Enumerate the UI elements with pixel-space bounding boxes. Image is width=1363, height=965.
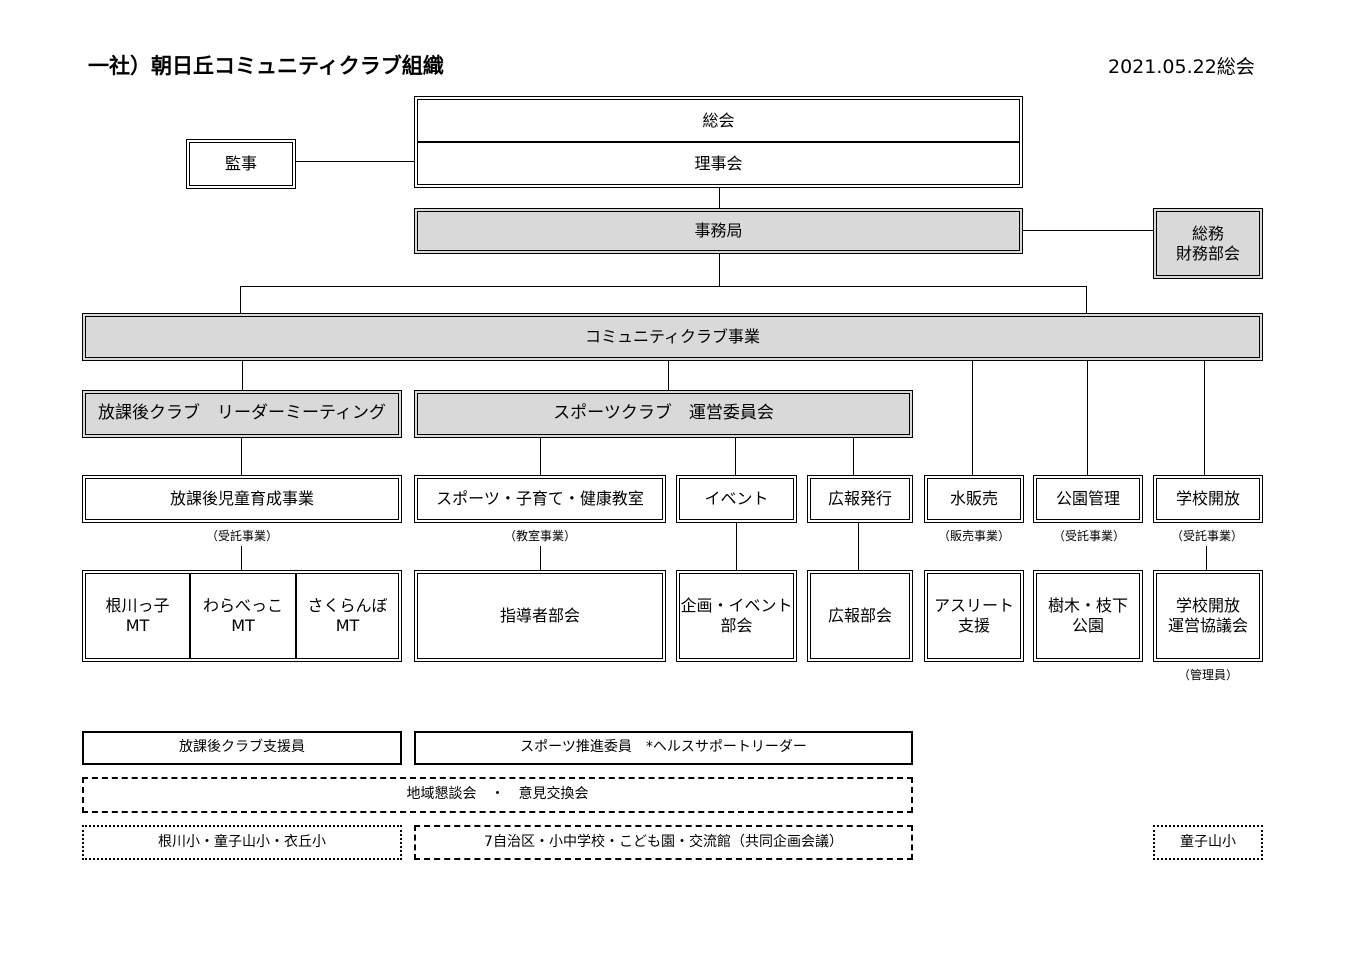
mt-label: MT	[231, 616, 255, 635]
general-assembly-box: 総会	[418, 100, 1019, 143]
doshiyama-school-box: 童子山小	[1153, 825, 1263, 860]
event-planning-committee-box: 企画・イベント 部会	[676, 570, 797, 662]
connector-line	[240, 286, 241, 314]
elementary-schools-box: 根川小・童子山小・衣丘小	[82, 825, 402, 860]
negawakko-label: 根川っ子	[105, 596, 170, 615]
class-note: （教室事業）	[503, 529, 577, 543]
event-planning-line2: 部会	[720, 616, 753, 635]
connector-line	[668, 360, 669, 391]
school-opening-box: 学校開放	[1153, 475, 1263, 523]
connector-line	[853, 437, 854, 476]
joint-planning-box: 7自治区・小中学校・こども園・交流館（共同企画会議）	[414, 825, 913, 860]
school-council-line1: 学校開放	[1175, 596, 1240, 615]
connector-line	[735, 437, 736, 476]
pr-publication-box: 広報発行	[807, 475, 913, 523]
water-sales-box: 水販売	[924, 475, 1024, 523]
auditor-box: 監事	[186, 139, 296, 189]
warabekko-label: わらべっこ	[202, 596, 283, 615]
connector-line	[540, 437, 541, 476]
contract-note: （受託事業）	[1052, 529, 1126, 543]
connector-line	[1022, 230, 1154, 231]
pr-committee-box: 広報部会	[807, 570, 913, 662]
connector-line	[736, 522, 737, 571]
connector-line	[1204, 360, 1205, 476]
general-finance-committee-box: 総務 財務部会	[1153, 208, 1263, 279]
secretariat-box: 事務局	[414, 208, 1023, 254]
connector-line	[540, 546, 541, 571]
connector-line	[241, 437, 242, 476]
manager-note: （管理員）	[1177, 668, 1239, 682]
connector-line	[296, 161, 416, 162]
warabekko-mt: わらべっこ MT	[191, 574, 297, 658]
contract-note: （受託事業）	[205, 529, 279, 543]
mt-label: MT	[125, 616, 150, 635]
afterschool-supporter-box: 放課後クラブ支援員	[82, 731, 402, 765]
athlete-support-line2: 支援	[957, 616, 990, 635]
sports-promotion-box: スポーツ推進委員 *ヘルスサポートリーダー	[414, 731, 913, 765]
connector-line	[241, 546, 242, 571]
tree-park-line1: 樹木・枝下	[1047, 596, 1128, 615]
connector-line	[858, 522, 859, 571]
connector-line	[972, 360, 973, 476]
event-planning-line1: 企画・イベント	[680, 596, 793, 615]
afterschool-child-program-box: 放課後児童育成事業	[82, 475, 402, 523]
regional-meeting-box: 地域懇談会 ・ 意見交換会	[82, 777, 913, 813]
sakuranbo-mt: さくらんぼ MT	[297, 574, 398, 658]
negawakko-mt: 根川っ子 MT	[86, 574, 191, 658]
park-management-box: 公園管理	[1033, 475, 1143, 523]
general-finance-line2: 財務部会	[1175, 243, 1240, 263]
athlete-support-line1: アスリート	[933, 596, 1014, 615]
connector-line	[242, 360, 243, 391]
tree-park-line2: 公園	[1071, 616, 1104, 635]
sports-parenting-health-box: スポーツ・子育て・健康教室	[414, 475, 666, 523]
sakuranbo-label: さくらんぼ	[307, 596, 388, 615]
event-box: イベント	[676, 475, 797, 523]
page-title: 一社）朝日丘コミュニティクラブ組織	[88, 54, 444, 78]
connector-line	[1087, 360, 1088, 476]
mt-group-box: 根川っ子 MT わらべっこ MT さくらんぼ MT	[82, 570, 402, 662]
connector-line	[1206, 546, 1207, 571]
board-of-directors-box: 理事会	[694, 153, 743, 173]
tree-park-box: 樹木・枝下 公園	[1033, 570, 1143, 662]
mt-label: MT	[335, 616, 360, 635]
general-assembly-board-box: 総会 理事会	[414, 96, 1023, 188]
revision-date: 2021.05.22総会	[1108, 56, 1255, 78]
connector-line	[240, 286, 1087, 287]
school-council-line2: 運営協議会	[1167, 616, 1248, 635]
sports-club-committee-box: スポーツクラブ 運営委員会	[414, 390, 913, 438]
connector-line	[719, 187, 720, 209]
instructor-committee-box: 指導者部会	[414, 570, 666, 662]
connector-line	[1086, 286, 1087, 314]
contract-note: （受託事業）	[1170, 529, 1244, 543]
general-finance-line1: 総務	[1191, 223, 1224, 243]
afterschool-leader-meeting-box: 放課後クラブ リーダーミーティング	[82, 390, 402, 438]
community-club-box: コミュニティクラブ事業	[82, 313, 1263, 361]
athlete-support-box: アスリート 支援	[924, 570, 1024, 662]
sales-note: （販売事業）	[937, 529, 1011, 543]
school-opening-council-box: 学校開放 運営協議会	[1153, 570, 1263, 662]
connector-line	[719, 253, 720, 286]
